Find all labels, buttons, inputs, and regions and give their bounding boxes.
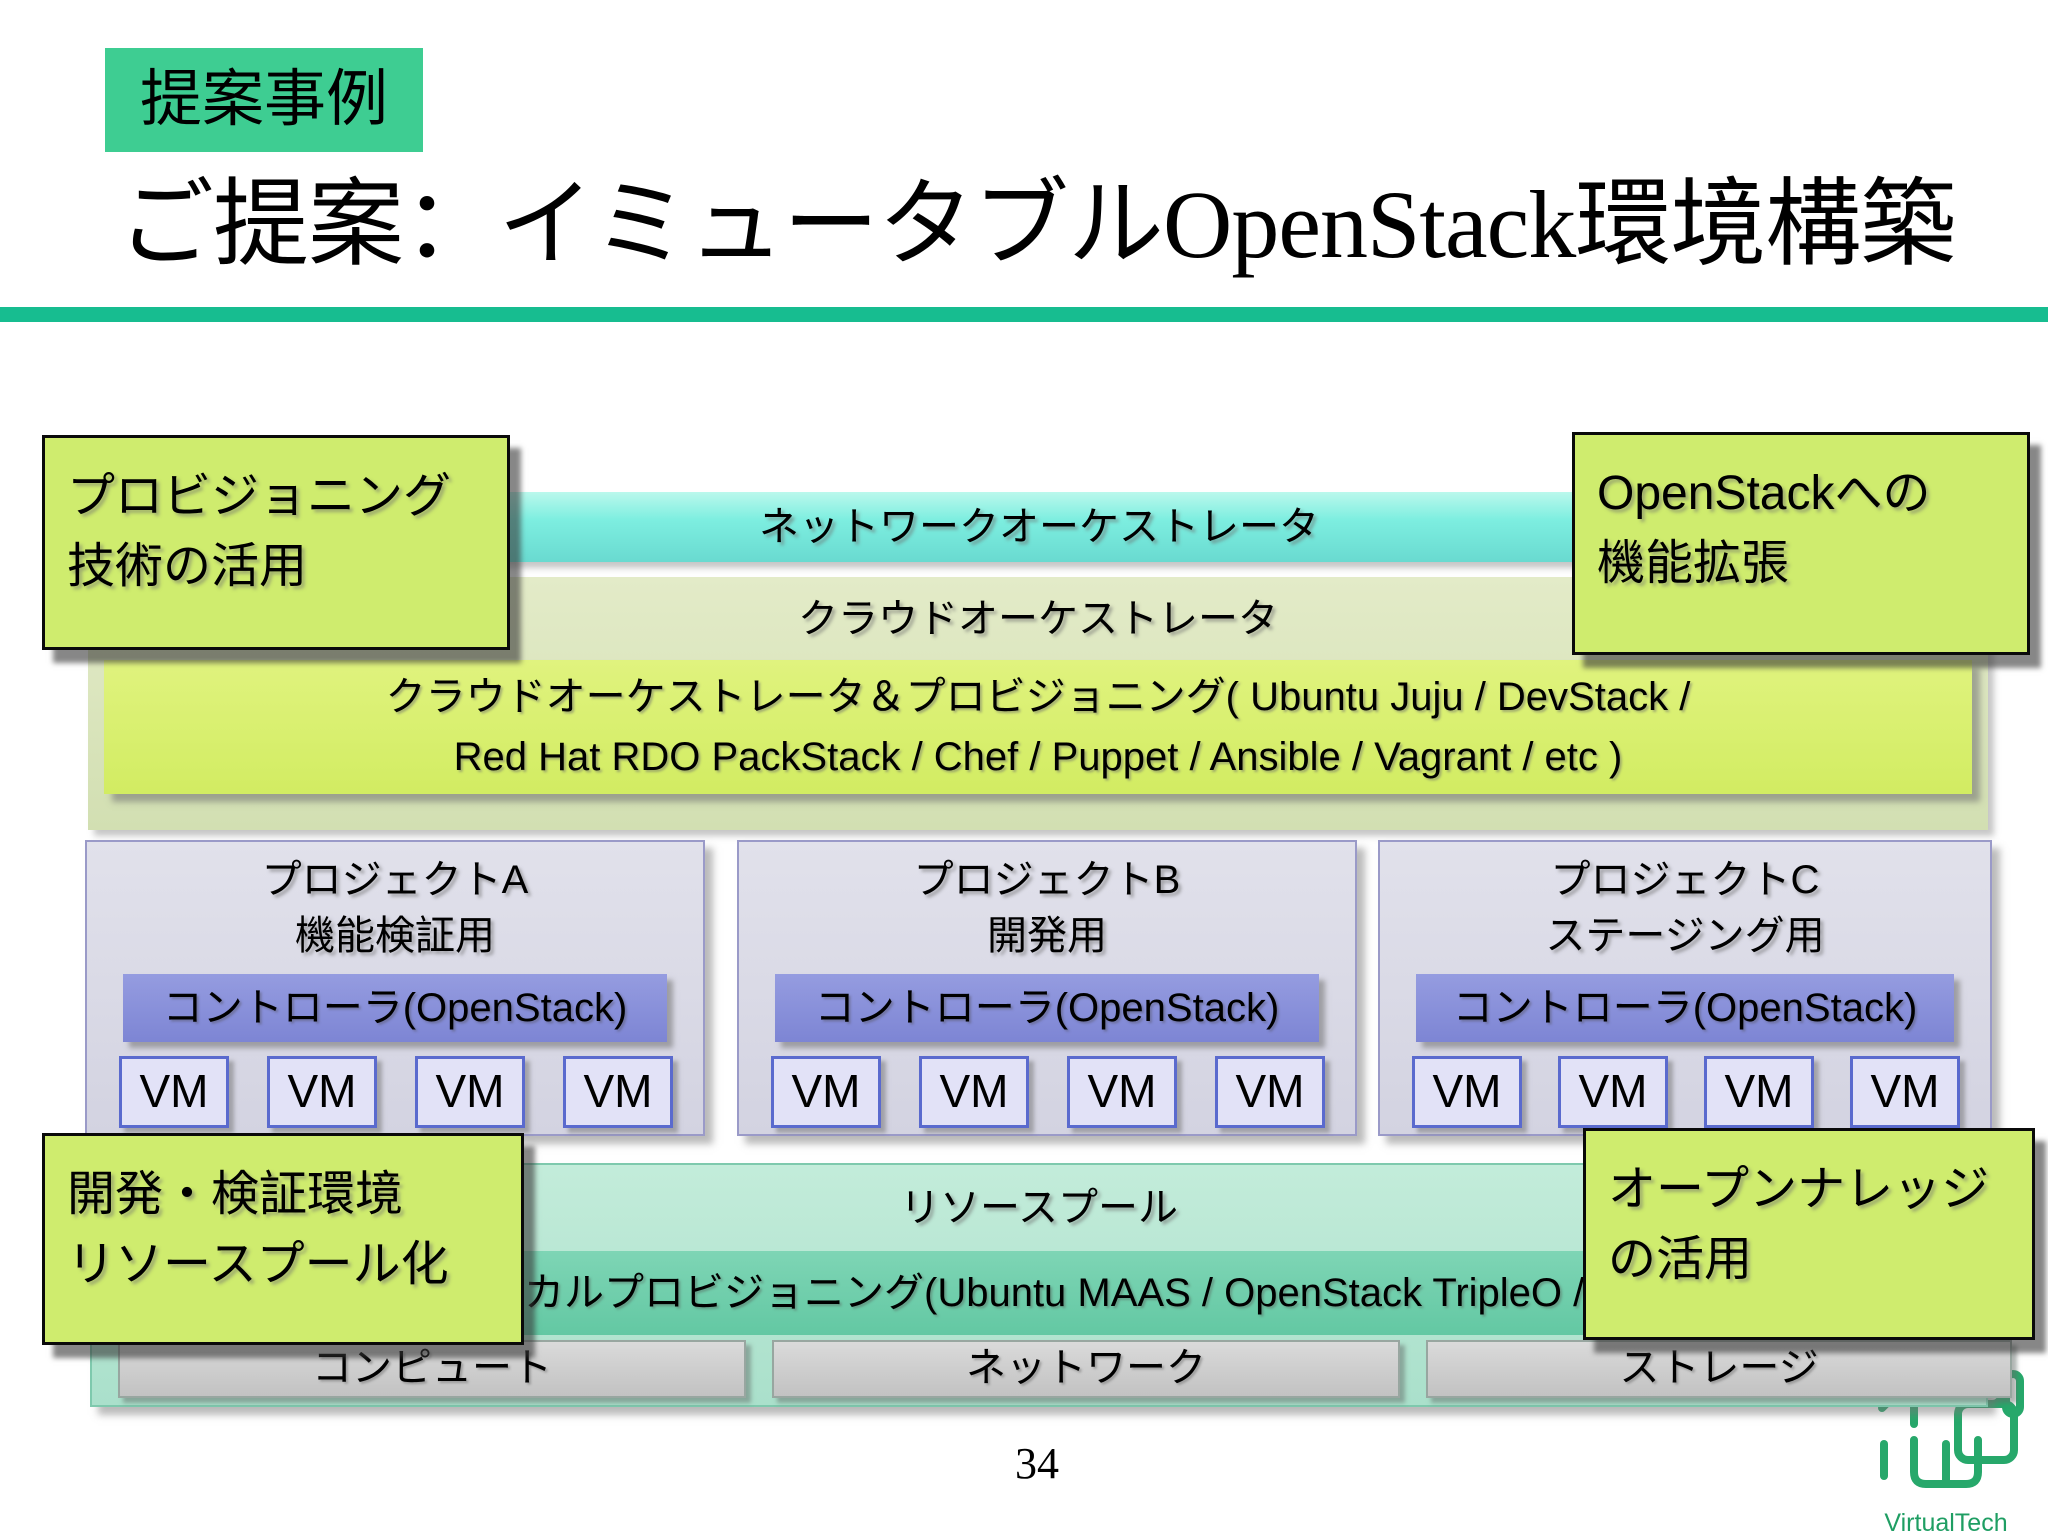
- provisioning-band-line1: クラウドオーケストレータ＆プロビジョニング( Ubuntu Juju / Dev…: [385, 675, 1691, 719]
- callout-open-knowledge: オープンナレッジ の活用: [1583, 1128, 2035, 1340]
- hardware-row: コンピュート ネットワーク ストレージ: [118, 1340, 2012, 1398]
- callout-line: 技術の活用: [67, 540, 308, 593]
- callout-line: 機能拡張: [1597, 537, 1790, 590]
- project-c-controller: コントローラ(OpenStack): [1416, 974, 1954, 1042]
- hardware-storage: ストレージ: [1426, 1340, 2012, 1398]
- callout-openstack-extension: OpenStackへの 機能拡張: [1572, 432, 2030, 655]
- vm-box: VM: [1704, 1056, 1814, 1128]
- vm-box: VM: [919, 1056, 1029, 1128]
- resource-pool-label: リソースプール: [900, 1186, 1178, 1230]
- project-a-title: プロジェクトA 機能検証用: [87, 842, 703, 964]
- vm-box: VM: [415, 1056, 525, 1128]
- project-b-purpose: 開発用: [987, 914, 1107, 958]
- callout-line: の活用: [1608, 1233, 1753, 1286]
- vm-box: VM: [1412, 1056, 1522, 1128]
- project-a-controller: コントローラ(OpenStack): [123, 974, 667, 1042]
- callout-line: OpenStackへの: [1597, 467, 1931, 520]
- vm-box: VM: [771, 1056, 881, 1128]
- hardware-compute: コンピュート: [118, 1340, 746, 1398]
- project-a-purpose: 機能検証用: [295, 914, 495, 958]
- title-part-openstack: OpenStack: [1163, 171, 1576, 278]
- network-orchestrator-label: ネットワークオーケストレータ: [759, 505, 1319, 549]
- project-b-controller: コントローラ(OpenStack): [775, 974, 1319, 1042]
- callout-line: プロビジョニング: [67, 470, 452, 523]
- provisioning-band-line2: Red Hat RDO PackStack / Chef / Puppet / …: [453, 735, 1623, 779]
- vm-box: VM: [1850, 1056, 1960, 1128]
- badge-proposal-example: 提案事例: [105, 48, 423, 152]
- callout-line: 開発・検証環境: [67, 1168, 404, 1221]
- project-a-box: プロジェクトA 機能検証用 コントローラ(OpenStack) VM VM VM…: [85, 840, 705, 1136]
- project-c-box: プロジェクトC ステージング用 コントローラ(OpenStack) VM VM …: [1378, 840, 1992, 1136]
- vm-box: VM: [1215, 1056, 1325, 1128]
- vm-box: VM: [1558, 1056, 1668, 1128]
- project-b-vm-row: VM VM VM VM: [771, 1056, 1325, 1128]
- virtualtech-logo-text: VirtualTech Japan: [1884, 1509, 2008, 1536]
- page-number: 34: [1015, 1439, 1059, 1488]
- callout-line: リソースプール化: [67, 1238, 449, 1291]
- callout-provisioning-technology: プロビジョニング 技術の活用: [42, 435, 510, 650]
- title-part-jp2: 環境構築: [1575, 171, 1956, 278]
- page-title: ご提案：イミュータブルOpenStack環境構築: [118, 150, 1956, 300]
- cloud-orchestrator-label: クラウドオーケストレータ: [798, 597, 1278, 641]
- project-c-title: プロジェクトC ステージング用: [1380, 842, 1990, 964]
- callout-line: オープンナレッジ: [1608, 1163, 1990, 1216]
- project-c-name: プロジェクトC: [1550, 858, 1820, 902]
- callout-resource-pooling: 開発・検証環境 リソースプール化: [42, 1133, 524, 1345]
- project-a-vm-row: VM VM VM VM: [119, 1056, 673, 1128]
- project-b-title: プロジェクトB 開発用: [739, 842, 1355, 964]
- title-divider: [0, 307, 2048, 322]
- project-b-box: プロジェクトB 開発用 コントローラ(OpenStack) VM VM VM V…: [737, 840, 1357, 1136]
- vm-box: VM: [267, 1056, 377, 1128]
- vm-box: VM: [119, 1056, 229, 1128]
- provisioning-band: クラウドオーケストレータ＆プロビジョニング( Ubuntu Juju / Dev…: [104, 660, 1972, 794]
- vm-box: VM: [563, 1056, 673, 1128]
- project-a-name: プロジェクトA: [261, 858, 529, 902]
- vm-box: VM: [1067, 1056, 1177, 1128]
- project-b-name: プロジェクトB: [913, 858, 1181, 902]
- project-c-purpose: ステージング用: [1545, 914, 1825, 958]
- title-part-jp1: ご提案：イミュータブル: [118, 171, 1164, 278]
- project-c-vm-row: VM VM VM VM: [1412, 1056, 1960, 1128]
- hardware-network: ネットワーク: [772, 1340, 1400, 1398]
